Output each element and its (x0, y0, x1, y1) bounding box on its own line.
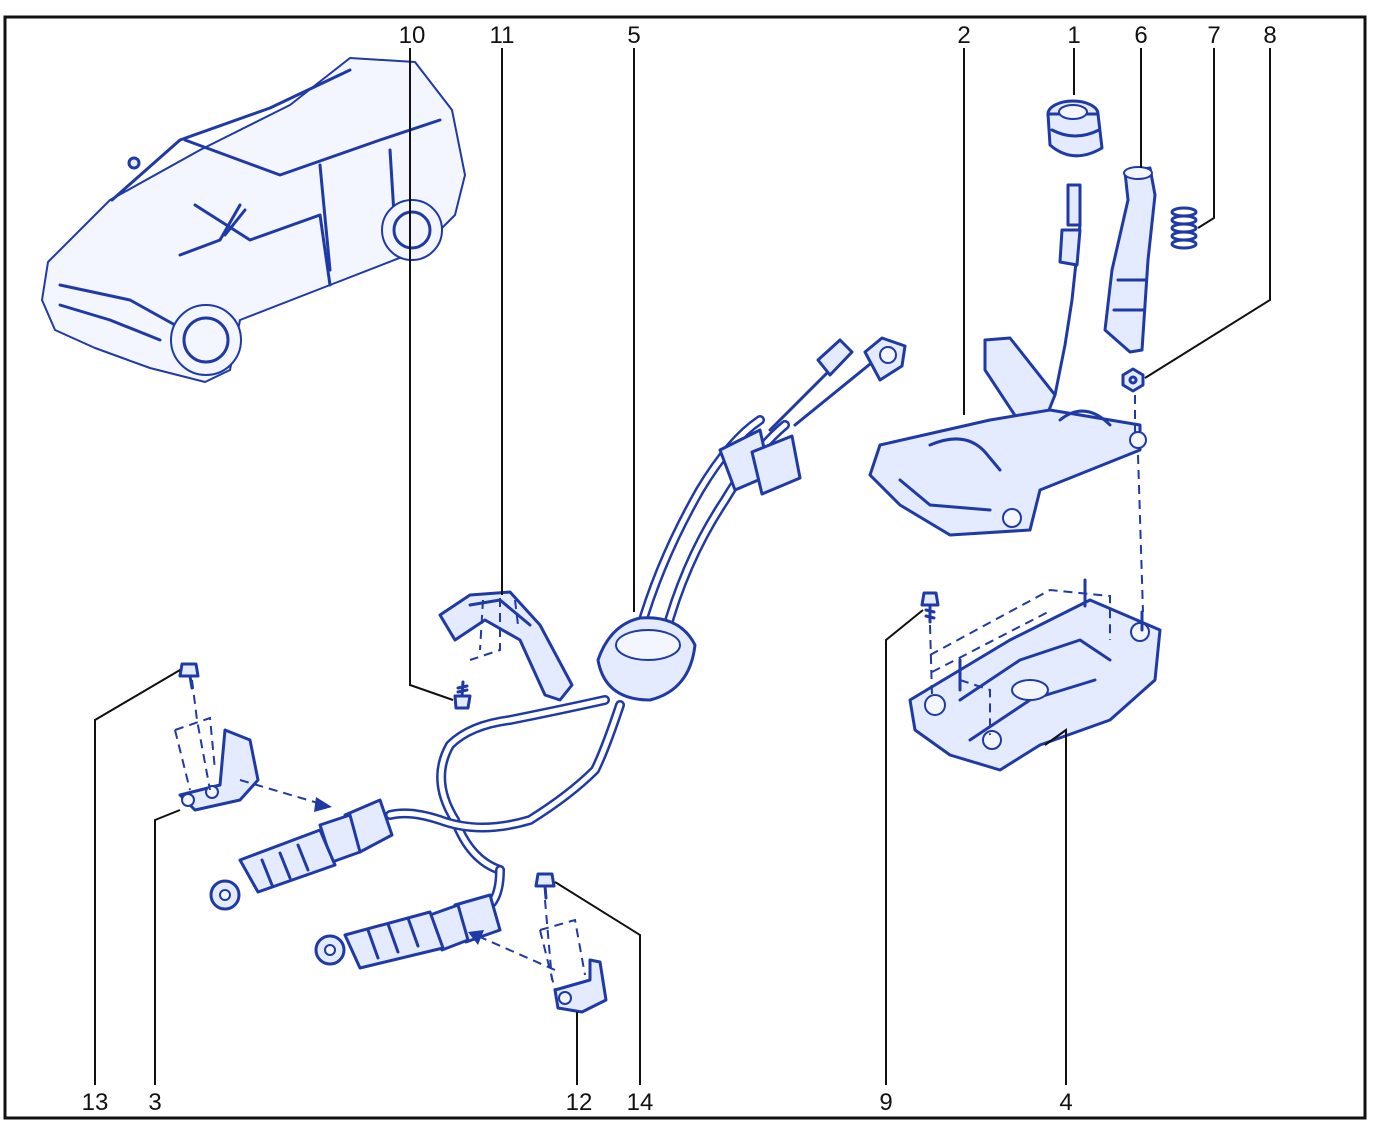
cable-end-lower (314, 893, 502, 970)
bolt-part-14 (534, 872, 556, 900)
heat-shield (438, 590, 574, 702)
callout-3: 3 (148, 1089, 161, 1116)
cable-bracket-lower (539, 899, 608, 1014)
callout-8: 8 (1263, 22, 1276, 49)
assembly-arrows (239, 779, 556, 971)
assembly-guides-shifter (929, 395, 1144, 735)
cable-bracket-left (174, 679, 260, 812)
callout-2: 2 (957, 22, 970, 49)
callout-11: 11 (490, 22, 515, 49)
shift-boot-part (1103, 166, 1157, 354)
gear-knob (1046, 99, 1104, 158)
callout-14: 14 (627, 1089, 654, 1116)
bolt-part-9 (920, 591, 940, 624)
callout-9: 9 (879, 1089, 892, 1116)
bolt-part-13 (178, 662, 200, 690)
callout-6: 6 (1134, 22, 1147, 49)
leader-lines (94, 48, 1271, 1085)
spring (1170, 206, 1198, 250)
gear-shifter-assembly (868, 183, 1147, 537)
callout-12: 12 (566, 1089, 593, 1116)
callout-10: 10 (399, 22, 426, 49)
vehicle-illustration (41, 57, 466, 383)
callout-1: 1 (1067, 22, 1080, 49)
callout-5: 5 (627, 22, 640, 49)
cable-end-upper (209, 798, 394, 911)
shifter-base-plate (908, 578, 1162, 772)
callout-13: 13 (82, 1089, 109, 1116)
callout-7: 7 (1207, 22, 1220, 49)
diagram-frame (3, 15, 1367, 1120)
screw-part-10 (453, 680, 472, 710)
gear-shift-cables (385, 336, 907, 910)
callout-numbers: 1 2 3 4 5 6 7 8 9 10 11 12 13 14 (82, 22, 1277, 1116)
callout-4: 4 (1059, 1089, 1072, 1116)
nut (1121, 367, 1145, 393)
